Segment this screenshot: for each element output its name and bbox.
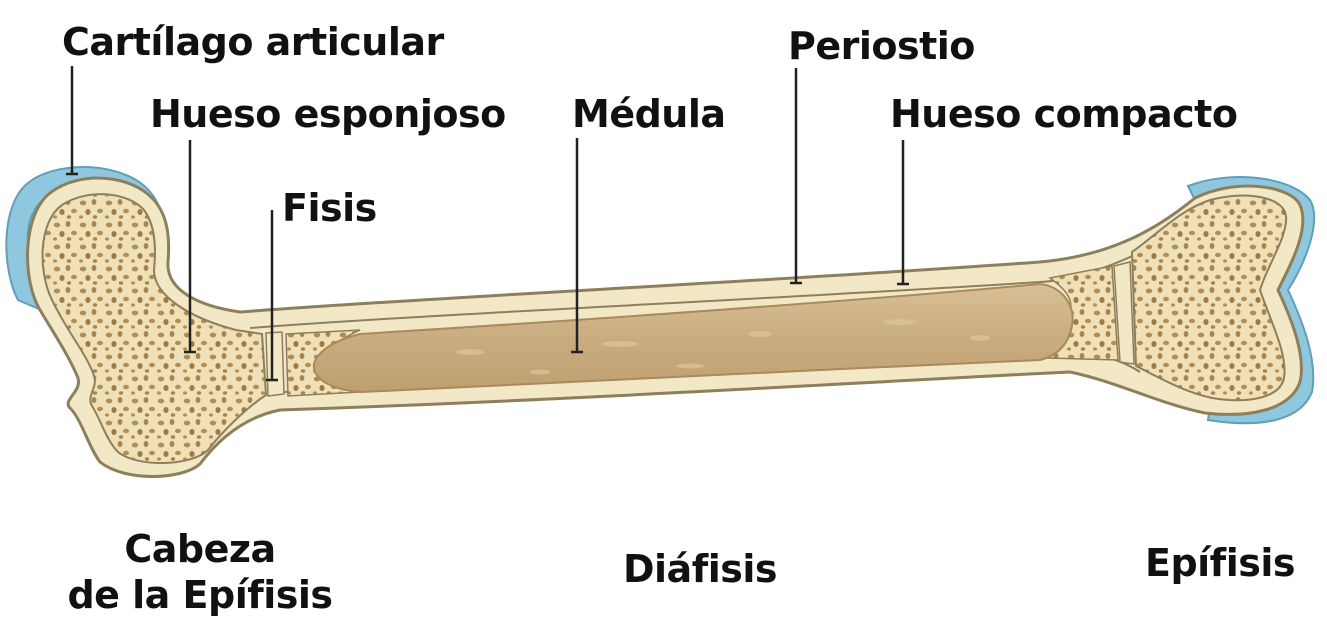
region-cabeza-line1: Cabeza [40,526,360,572]
region-epifisis: Epífisis [1120,540,1320,586]
left-spongy-bone [43,194,266,463]
region-cabeza-epifisis: Cabeza de la Epífisis [40,526,360,618]
label-hueso-compacto: Hueso compacto [890,92,1237,136]
left-physis [266,332,284,396]
region-cabeza-line2: de la Epífisis [40,572,360,618]
label-periostio: Periostio [788,24,975,68]
label-hueso-esponjoso: Hueso esponjoso [150,92,506,136]
region-diafisis: Diáfisis [570,546,830,592]
label-fisis: Fisis [282,186,377,230]
label-cartilago-articular: Cartílago articular [62,20,444,64]
label-medula: Médula [572,92,726,136]
